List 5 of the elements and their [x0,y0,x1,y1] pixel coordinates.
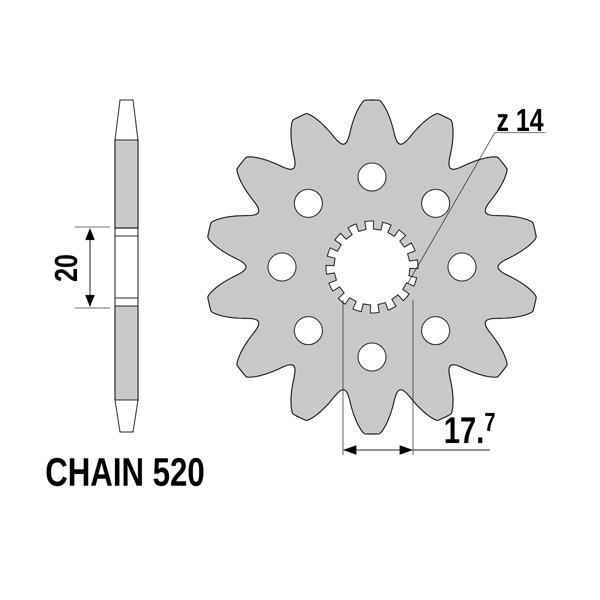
leader-line [408,132,546,284]
dimension-label: 20 [54,255,78,282]
callout-label: z 14 [497,109,544,131]
chain-label: CHAIN 520 [46,458,204,486]
dimension-label: 17.$^{7}$ [446,413,495,444]
